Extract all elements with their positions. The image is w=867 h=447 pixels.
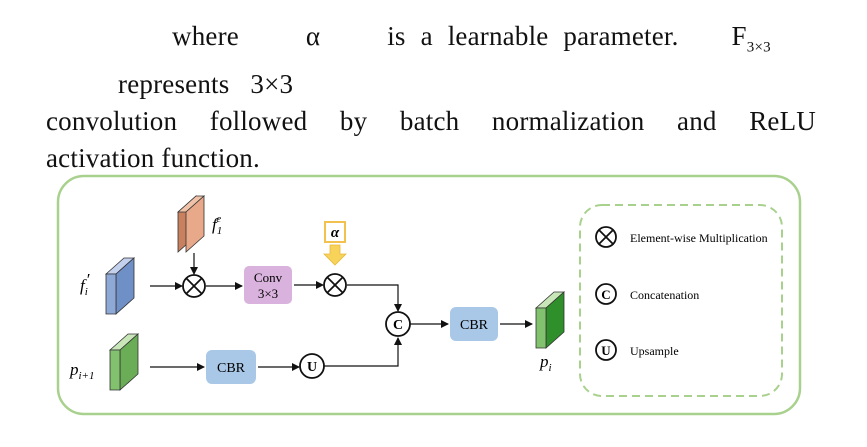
conv3x3-label-2: 3×3 [258, 286, 278, 301]
word-where: where [172, 21, 239, 51]
legend-concat-icon [595, 283, 617, 305]
cbr-block-bottom [206, 350, 256, 384]
feature-block-p-next [108, 333, 140, 391]
arrow-upsample-to-concat [324, 337, 402, 367]
alpha-box [324, 221, 346, 243]
word: batch [399, 106, 460, 137]
cbr-block-top [450, 307, 498, 341]
cbr-top-label: CBR [460, 318, 489, 333]
word: followed [209, 106, 308, 137]
legend-item-concat: C Concatenation [595, 283, 699, 305]
word: convolution [46, 106, 178, 137]
legend-box [579, 204, 783, 397]
word: normalization [491, 106, 645, 137]
legend-concat-symbol: C [601, 287, 610, 302]
label-fi: fi′ [80, 270, 90, 298]
conv3x3-label-1: Conv [254, 270, 283, 285]
arrow-mult-to-concat [347, 284, 402, 312]
legend-item-upsample: U Upsample [595, 339, 679, 361]
paragraph: where α is a learnable parameter. F3×3 r… [46, 18, 816, 177]
paragraph-line-2: convolution followed by batch normalizat… [46, 103, 816, 140]
legend-item-multiply: Element-wise Multiplication [595, 226, 768, 248]
F-subscript: 3×3 [746, 39, 771, 56]
legend-concat-label: Concatenation [630, 288, 699, 302]
upsample-symbol: U [307, 360, 317, 375]
alpha-label: α [331, 225, 340, 241]
paragraph-line-1: where α is a learnable parameter. F3×3 r… [46, 18, 816, 103]
word: by [339, 106, 368, 137]
phrase-learnable-parameter: is a learnable parameter. [387, 21, 679, 51]
multiply-node-1 [182, 274, 206, 298]
F-letter: F [731, 21, 747, 51]
label-f1e: f1e [212, 213, 222, 237]
alpha-symbol: α [305, 21, 321, 51]
label-p-next: pi+1 [69, 360, 94, 382]
paragraph-line-3: activation function. [46, 143, 260, 174]
label-p-out: pi [539, 352, 552, 374]
phrase-represents: represents 3×3 [118, 69, 294, 100]
diagram-frame [56, 174, 802, 416]
alpha-arrow [323, 244, 347, 266]
cbr-bottom-label: CBR [217, 361, 246, 376]
feature-block-p-out [534, 291, 566, 349]
legend-upsample-label: Upsample [630, 344, 679, 358]
legend-upsample-symbol: U [601, 343, 611, 358]
F-symbol: F3×3 [690, 18, 771, 66]
feature-block-fi [104, 257, 136, 315]
legend-multiply-label: Element-wise Multiplication [630, 231, 768, 245]
feature-block-f1e [176, 195, 206, 253]
legend-upsample-icon [595, 339, 617, 361]
word: and [677, 106, 717, 137]
conv3x3-block [244, 266, 292, 304]
word: ReLU [749, 106, 816, 137]
concat-symbol: C [393, 318, 403, 333]
multiply-node-2 [323, 273, 347, 297]
